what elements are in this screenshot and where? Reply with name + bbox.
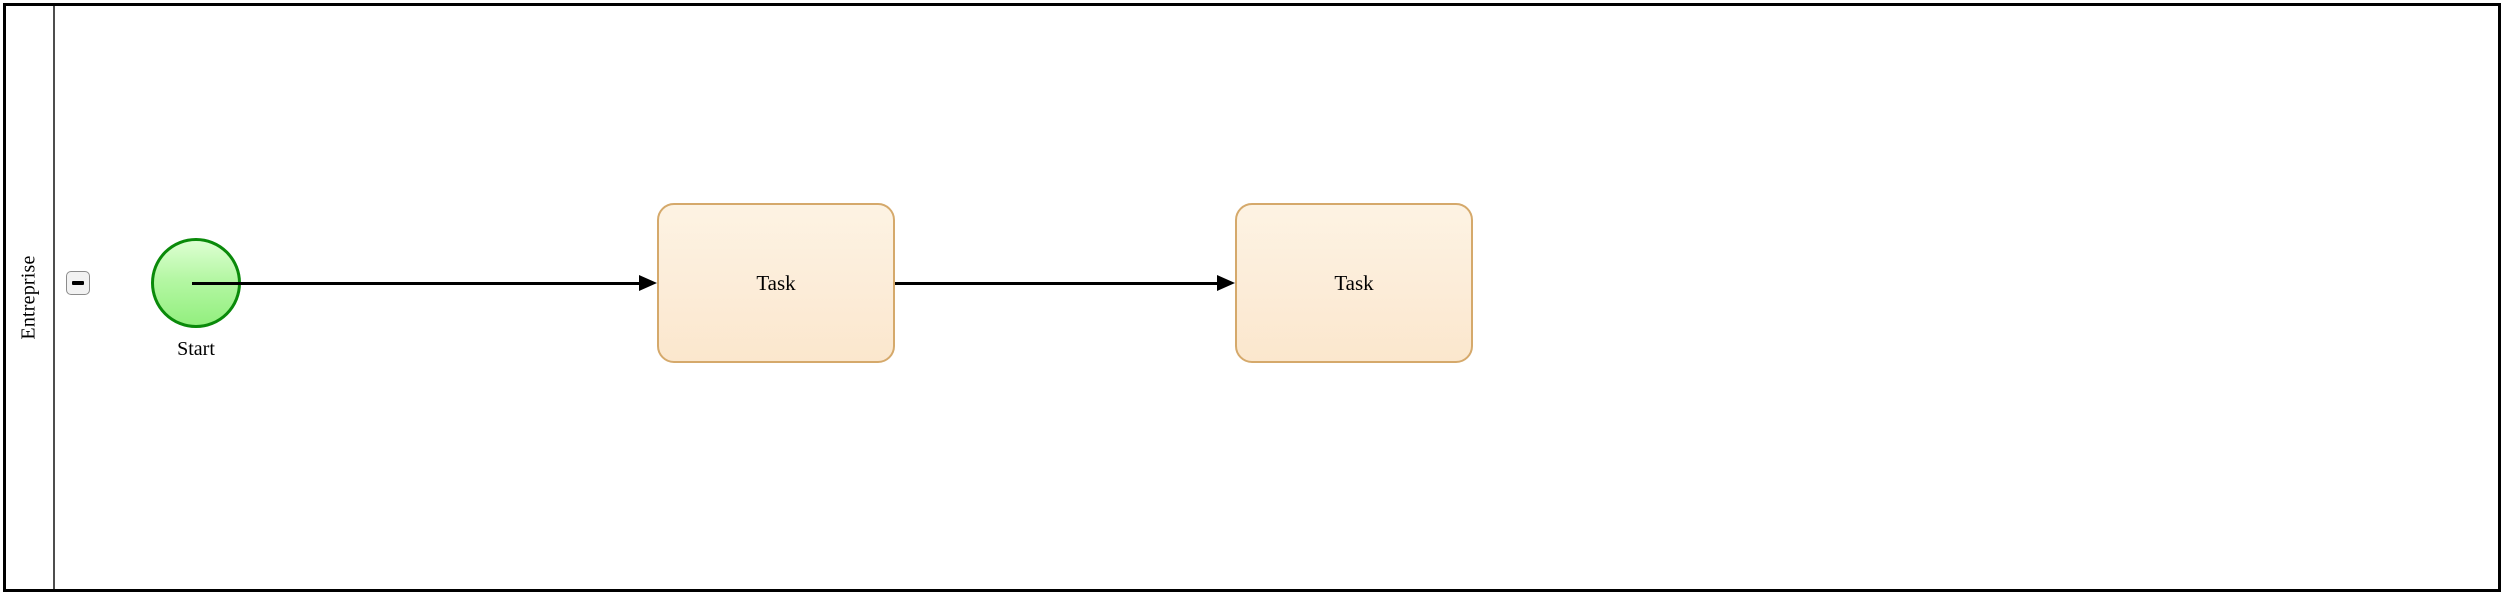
pool-header-band[interactable]: Entreprise	[6, 6, 55, 589]
lane-body: Start Task Task	[57, 6, 2498, 589]
task-node-1[interactable]: Task	[657, 203, 895, 363]
collapse-toggle-button[interactable]	[66, 271, 90, 295]
sequence-flow-start-to-task1[interactable]	[192, 282, 640, 285]
pool-entreprise[interactable]: Entreprise Start Task Task	[3, 3, 2501, 592]
start-event-label: Start	[177, 338, 215, 360]
sequence-flow-task1-to-task2[interactable]	[895, 282, 1218, 285]
task-node-2[interactable]: Task	[1235, 203, 1473, 363]
arrowhead-icon	[639, 275, 657, 291]
minus-icon	[72, 281, 84, 285]
pool-title-label: Entreprise	[18, 255, 40, 340]
task-label: Task	[756, 270, 796, 295]
arrowhead-icon	[1217, 275, 1235, 291]
task-label: Task	[1334, 270, 1374, 295]
